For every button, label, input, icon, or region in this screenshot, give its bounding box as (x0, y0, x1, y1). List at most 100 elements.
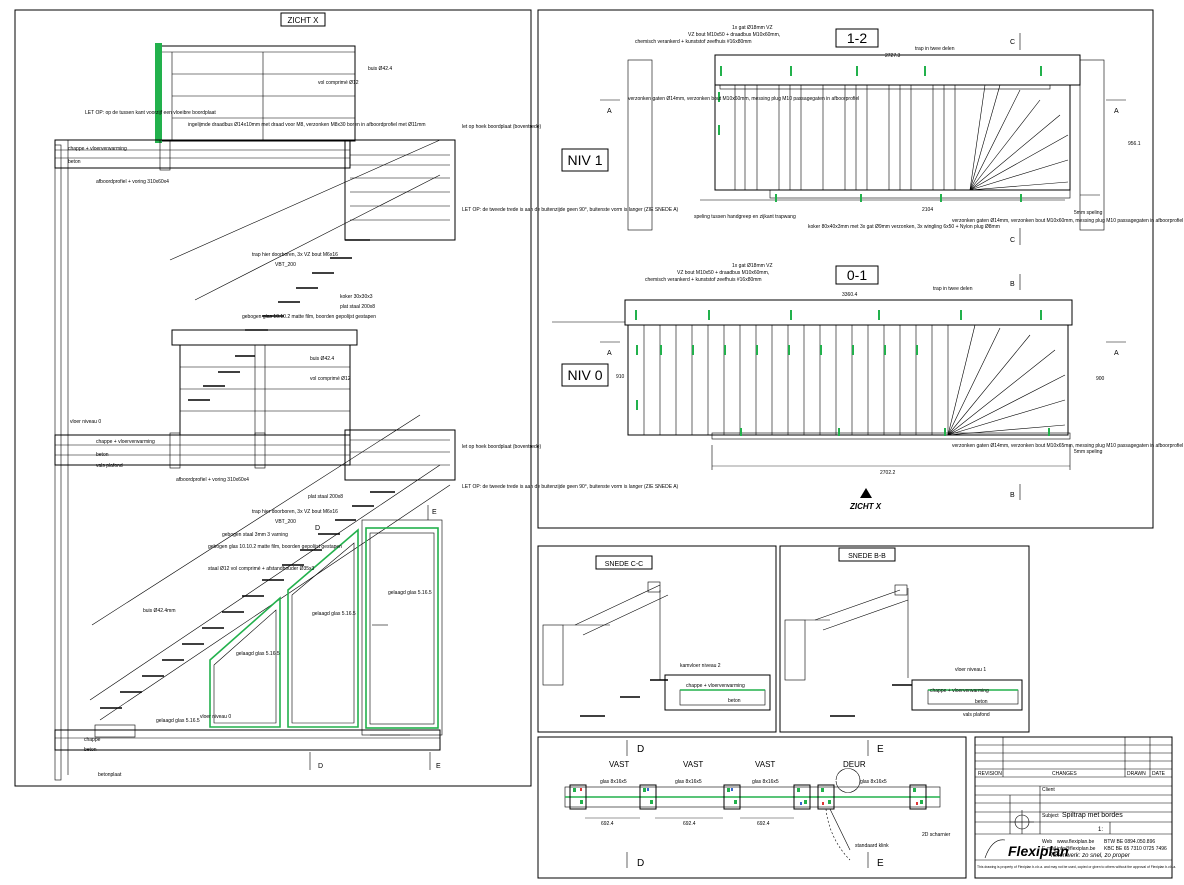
note-vbt2: VBT_200 (275, 519, 296, 525)
snede-cc-title: SNEDE C-C (605, 561, 644, 568)
tb-kbc: KBC BE 65 7310 0725 7496 (1104, 846, 1167, 852)
section-cc: SNEDE C-C kamvloer niveau 2 chappe + vlo… (537, 545, 777, 733)
bb-beton: beton (975, 699, 988, 705)
tb-title: Spiltrap met bordes (1062, 812, 1123, 819)
tb-revision-header: REVISION (978, 771, 1002, 777)
note-gelaagd-glas2: gelaagd glas 5.16.5 (312, 611, 356, 617)
detail-marker-d-bottom: D (637, 858, 644, 869)
detail-vast-1: VAST (609, 760, 629, 769)
plan-note-dim-9561: 956.1 (1128, 141, 1141, 147)
marker-d-left-mid: D (315, 525, 320, 532)
plan-note-dim-2702: 2702.2 (880, 470, 896, 476)
note-let-op-hoek: let op hoek boordplaat (boventrede) (462, 124, 542, 130)
note-afboord2: afboordprofiel + voring 310x60x4 (176, 477, 249, 483)
note-afboord1: afboordprofiel + voring 310x60x4 (96, 179, 169, 185)
tb-client-label: Client (1042, 787, 1055, 793)
note-buis2: buis Ø42.4 (310, 356, 334, 362)
marker-c-bottom: C (1010, 237, 1015, 244)
plan-views: 1-2 NIV 1 (537, 9, 1183, 529)
note-gelaagd-glas3: gelaagd glas 5.16.5 (388, 590, 432, 596)
dim-glas-1: 692.4 (601, 821, 614, 827)
detail-vast-3: VAST (755, 760, 775, 769)
bb-vals-plafond: vals plafond (963, 712, 990, 718)
tb-btw: BTW BE 0894.050.896 (1104, 839, 1155, 845)
section-bb: SNEDE B-B vloer niveau 1 chappe + vloerv… (779, 545, 1030, 733)
plan-note-dim-900: 900 (1096, 376, 1105, 382)
tb-email: info@flexiplan.be (1057, 846, 1096, 852)
tb-tagline: Tekenwerk: zo snel, zo proper (1050, 853, 1131, 859)
tb-changes-header: CHANGES (1052, 771, 1077, 777)
note-plat-staal2: plat staal 200x8 (308, 494, 343, 500)
cc-kamvloer: kamvloer niveau 2 (680, 663, 721, 669)
plan-note-speling-5mm-1: 5mm speling (1074, 210, 1103, 216)
plan-note-trap-twee-1: trap in twee delen (915, 46, 955, 52)
note-chappe2: chappe + vloerverwarming (96, 439, 155, 445)
detail-deur: DEUR (843, 760, 866, 769)
glas-label-3: glas 8x16x5 (752, 779, 779, 785)
plan-note-koker: koker 80x40x3mm met 3x gat Ø9mm verzonke… (808, 224, 1000, 230)
plan-note-verzonken-3: verzonken gaten Ø14mm, verzonken bout M1… (952, 443, 1183, 449)
detail-schamier: 2D scharnier (922, 832, 951, 838)
snede-bb-title: SNEDE B-B (848, 553, 886, 560)
note-buis: buis Ø42.4 (368, 66, 392, 72)
note-gebogen-glas: gebogen glas 10.10.2 matte film, boorden… (242, 314, 376, 320)
glas-label-1: glas 8x16x5 (600, 779, 627, 785)
note-let-op-tweede: LET OP: de tweede trede is aan de buiten… (462, 207, 679, 213)
tb-disclaimer: This drawing is property of Flexiplan b.… (977, 865, 1176, 869)
plan-note-verzonken-2: verzonken gaten Ø14mm, verzonken bout M1… (952, 218, 1183, 224)
note-chappe1: chappe + vloerverwarming (68, 146, 127, 152)
note-koker: koker 30x30x3 (340, 294, 373, 300)
cc-beton: beton (728, 698, 741, 704)
plan-12-title: 1-2 (847, 30, 867, 46)
bb-vloer-niv1: vloer niveau 1 (955, 667, 986, 673)
detail-marker-d-top: D (637, 744, 644, 755)
note-beton2: beton (96, 452, 109, 458)
tb-email-label: E-mail (1042, 846, 1056, 852)
note-gelaagd-glas4: gelaagd glas 5.16.5 (156, 718, 200, 724)
plan-note-gat-mid: 1x gat Ø18mm VZ (732, 263, 773, 269)
tb-subject-label: Subject (1042, 813, 1059, 819)
note-plat-staal: plat staal 200x8 (340, 304, 375, 310)
note-vol: vol comprimé Ø12 (318, 80, 359, 86)
tb-drawn-header: DRAWN (1127, 771, 1146, 777)
detail-partition: D E D E VAST VAST VAST DEUR (537, 736, 967, 879)
dim-glas-3: 692.4 (757, 821, 770, 827)
marker-e-left-upper: E (432, 509, 437, 516)
marker-e-left: E (436, 763, 441, 770)
plan-note-dim-2104: 2104 (922, 207, 933, 213)
note-beton3: beton (84, 747, 97, 753)
note-vbt: VBT_200 (275, 262, 296, 268)
note-buis3: buis Ø42.4mm (143, 608, 176, 614)
note-gebogen-glas2: gebogen glas 10.10.2 matte film, boorden… (208, 544, 342, 550)
plan-note-chem-top: chemisch verankerd + kunststof zeefhuis … (635, 39, 752, 45)
plan-note-verzonken-1: verzonken gaten Ø14mm, verzonken bout M1… (628, 96, 859, 102)
tb-date-header: DATE (1152, 771, 1166, 777)
plan-note-dim-2727: 2727.3 (885, 53, 901, 59)
note-chappe3: chappe (84, 737, 101, 743)
note-vals-plafond: vals plafond (96, 463, 123, 469)
zicht-x-marker: ZICHT X (849, 502, 882, 511)
plan-note-bout-top: VZ bout M10x50 + draadbus M10x60mm, (688, 32, 780, 38)
marker-a-left-1: A (607, 108, 612, 115)
note-lift-op: LET OP: op de tussen kant voorzijf een v… (85, 110, 216, 116)
note-vloer1: vloer niveau 0 (200, 714, 231, 720)
marker-a-right-0: A (1114, 350, 1119, 357)
note-vloer-niveau: vloer niveau 0 (70, 419, 101, 425)
plan-note-gat-top: 1x gat Ø18mm VZ (732, 25, 773, 31)
plan-note-speling-hand: speling tussen handgreep en zijkant trap… (694, 214, 796, 220)
note-betonplaat: betonplaat (98, 772, 122, 778)
tb-brand-logo: Flexiplan (1008, 843, 1069, 859)
tb-web-label: Web (1042, 839, 1052, 845)
note-vol2: vol comprimé Ø12 (310, 376, 351, 382)
detail-marker-e-top: E (877, 744, 884, 755)
marker-b-bottom: B (1010, 492, 1015, 499)
marker-b-top: B (1010, 281, 1015, 288)
plan-note-dim-910: 910 (616, 374, 625, 380)
note-trap-doorboren2: trap hier doorboren, 3x VZ bout M6x16 (252, 509, 338, 515)
marker-a-left-0: A (607, 350, 612, 357)
plan-note-bout-mid: VZ bout M10x50 + draadbus M10x60mm, (677, 270, 769, 276)
tb-scale: 1: (1098, 827, 1103, 833)
zicht-x-title: ZICHT X (288, 16, 320, 25)
detail-marker-e-bottom: E (877, 858, 884, 869)
